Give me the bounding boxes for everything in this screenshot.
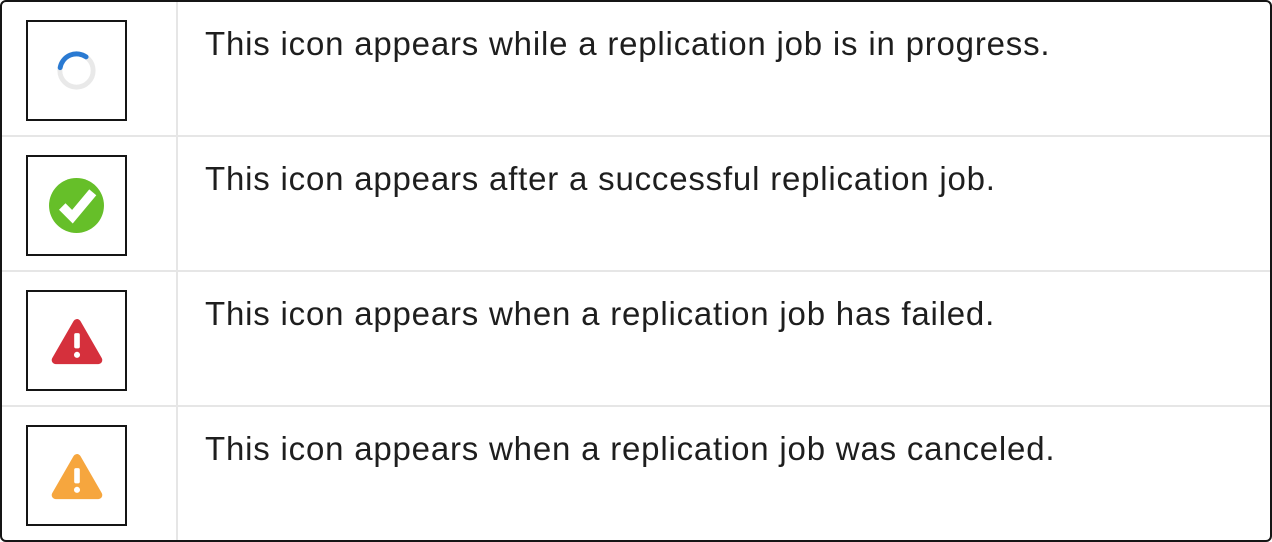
exclamation-bar: [73, 467, 80, 483]
icon-cell: [2, 272, 178, 405]
exclamation-dot: [73, 351, 80, 358]
description-cell: This icon appears after a successful rep…: [178, 137, 1270, 270]
icon-cell: [2, 137, 178, 270]
row-description: This icon appears when a replication job…: [205, 295, 996, 332]
description-cell: This icon appears while a replication jo…: [178, 2, 1270, 135]
in-progress-spinner-icon: [57, 51, 96, 90]
check-mark: [59, 189, 97, 224]
spinner-arc: [57, 51, 89, 71]
icon-frame: [26, 425, 127, 526]
row-description: This icon appears while a replication jo…: [205, 25, 1051, 62]
exclamation-dot: [73, 486, 80, 493]
failed-warning-icon: [51, 318, 102, 364]
table-row: This icon appears when a replication job…: [2, 405, 1270, 540]
icon-cell: [2, 407, 178, 540]
description-cell: This icon appears when a replication job…: [178, 407, 1270, 540]
table-row: This icon appears when a replication job…: [2, 270, 1270, 405]
description-cell: This icon appears when a replication job…: [178, 272, 1270, 405]
icon-frame: [26, 290, 127, 391]
canceled-warning-icon: [51, 453, 102, 499]
table-row: This icon appears after a successful rep…: [2, 135, 1270, 270]
icon-frame: [26, 155, 127, 256]
icon-frame: [26, 20, 127, 121]
icon-cell: [2, 2, 178, 135]
table-row: This icon appears while a replication jo…: [2, 2, 1270, 135]
exclamation-bar: [73, 332, 80, 348]
row-description: This icon appears when a replication job…: [205, 430, 1056, 467]
success-check-icon: [49, 178, 104, 233]
row-description: This icon appears after a successful rep…: [205, 160, 996, 197]
